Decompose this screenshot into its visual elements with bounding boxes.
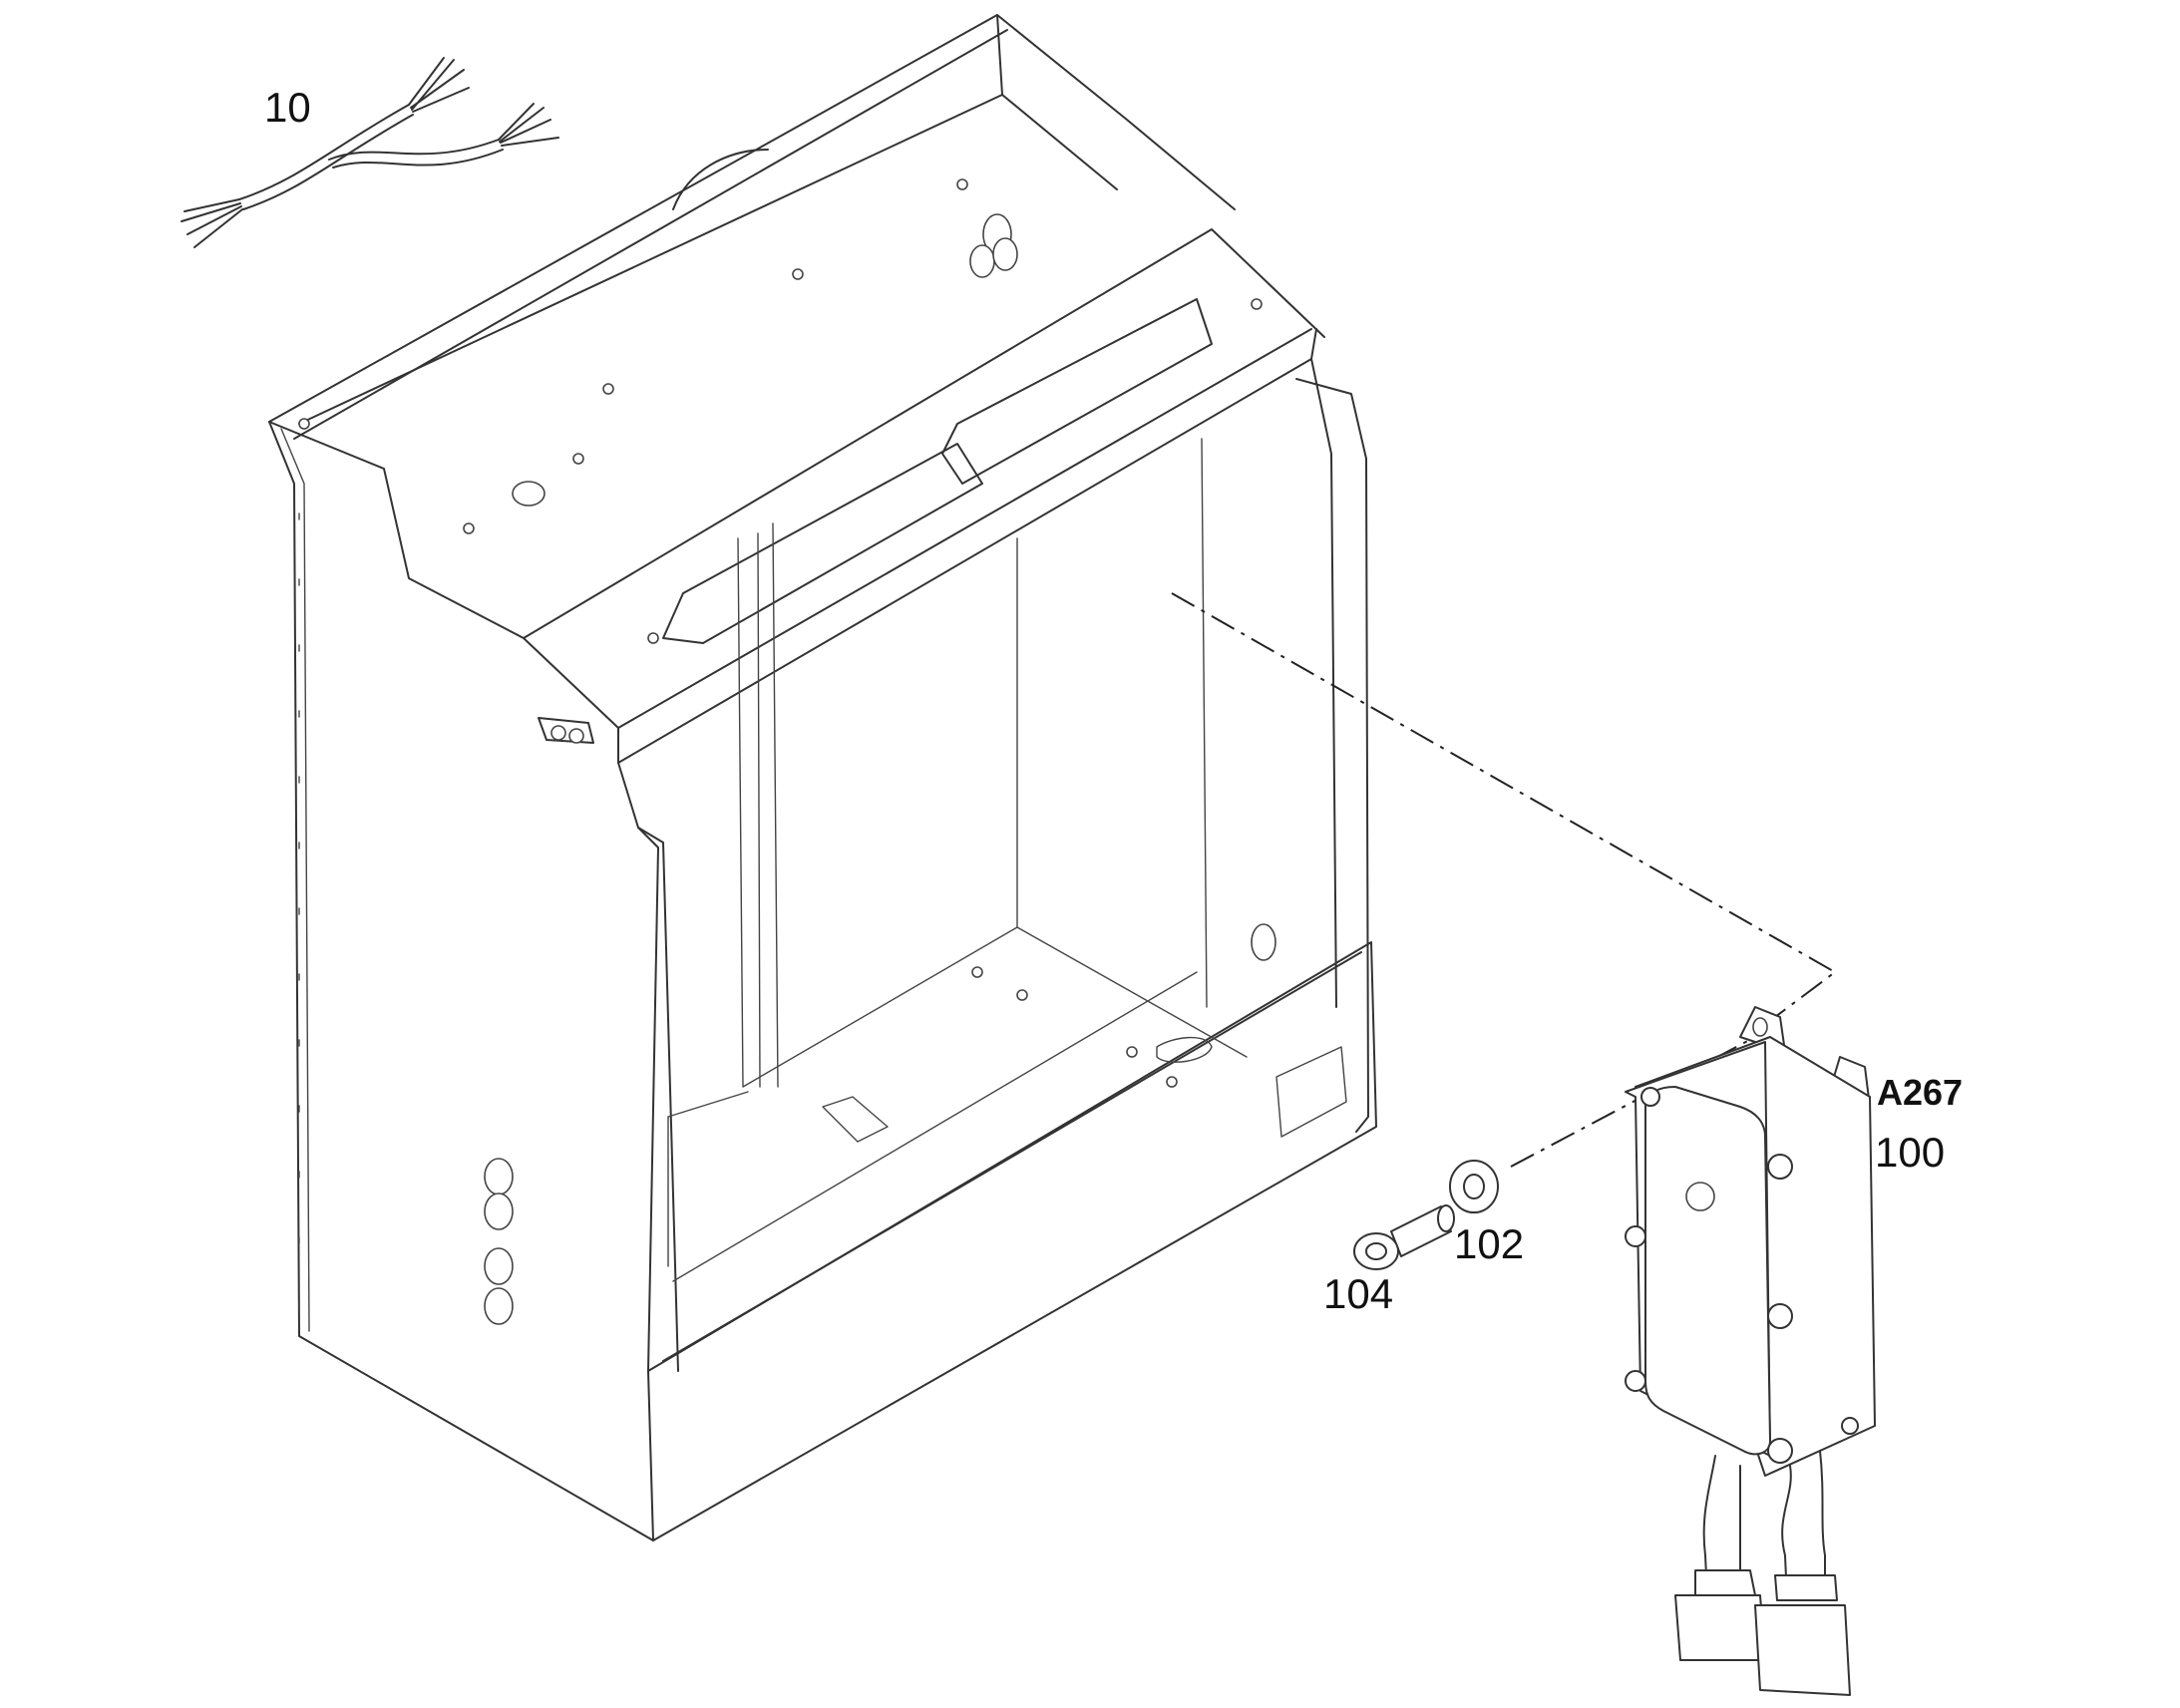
- control-box: [1625, 1006, 1876, 1696]
- callout-wiring-harness: 10: [264, 84, 311, 131]
- wiring-harness: [181, 57, 559, 248]
- callout-control-box: 100: [1875, 1129, 1945, 1176]
- frame-holes: [298, 178, 1276, 1325]
- screw: [1353, 1204, 1455, 1270]
- callout-washer: 102: [1454, 1220, 1524, 1267]
- callout-screw: 104: [1323, 1270, 1393, 1317]
- frame-enclosure: [268, 14, 1377, 1541]
- washer: [1449, 1160, 1499, 1213]
- callout-control-box-ref: A267: [1877, 1072, 1963, 1113]
- callout-labels: 10 A267 100 102 104: [264, 84, 1963, 1317]
